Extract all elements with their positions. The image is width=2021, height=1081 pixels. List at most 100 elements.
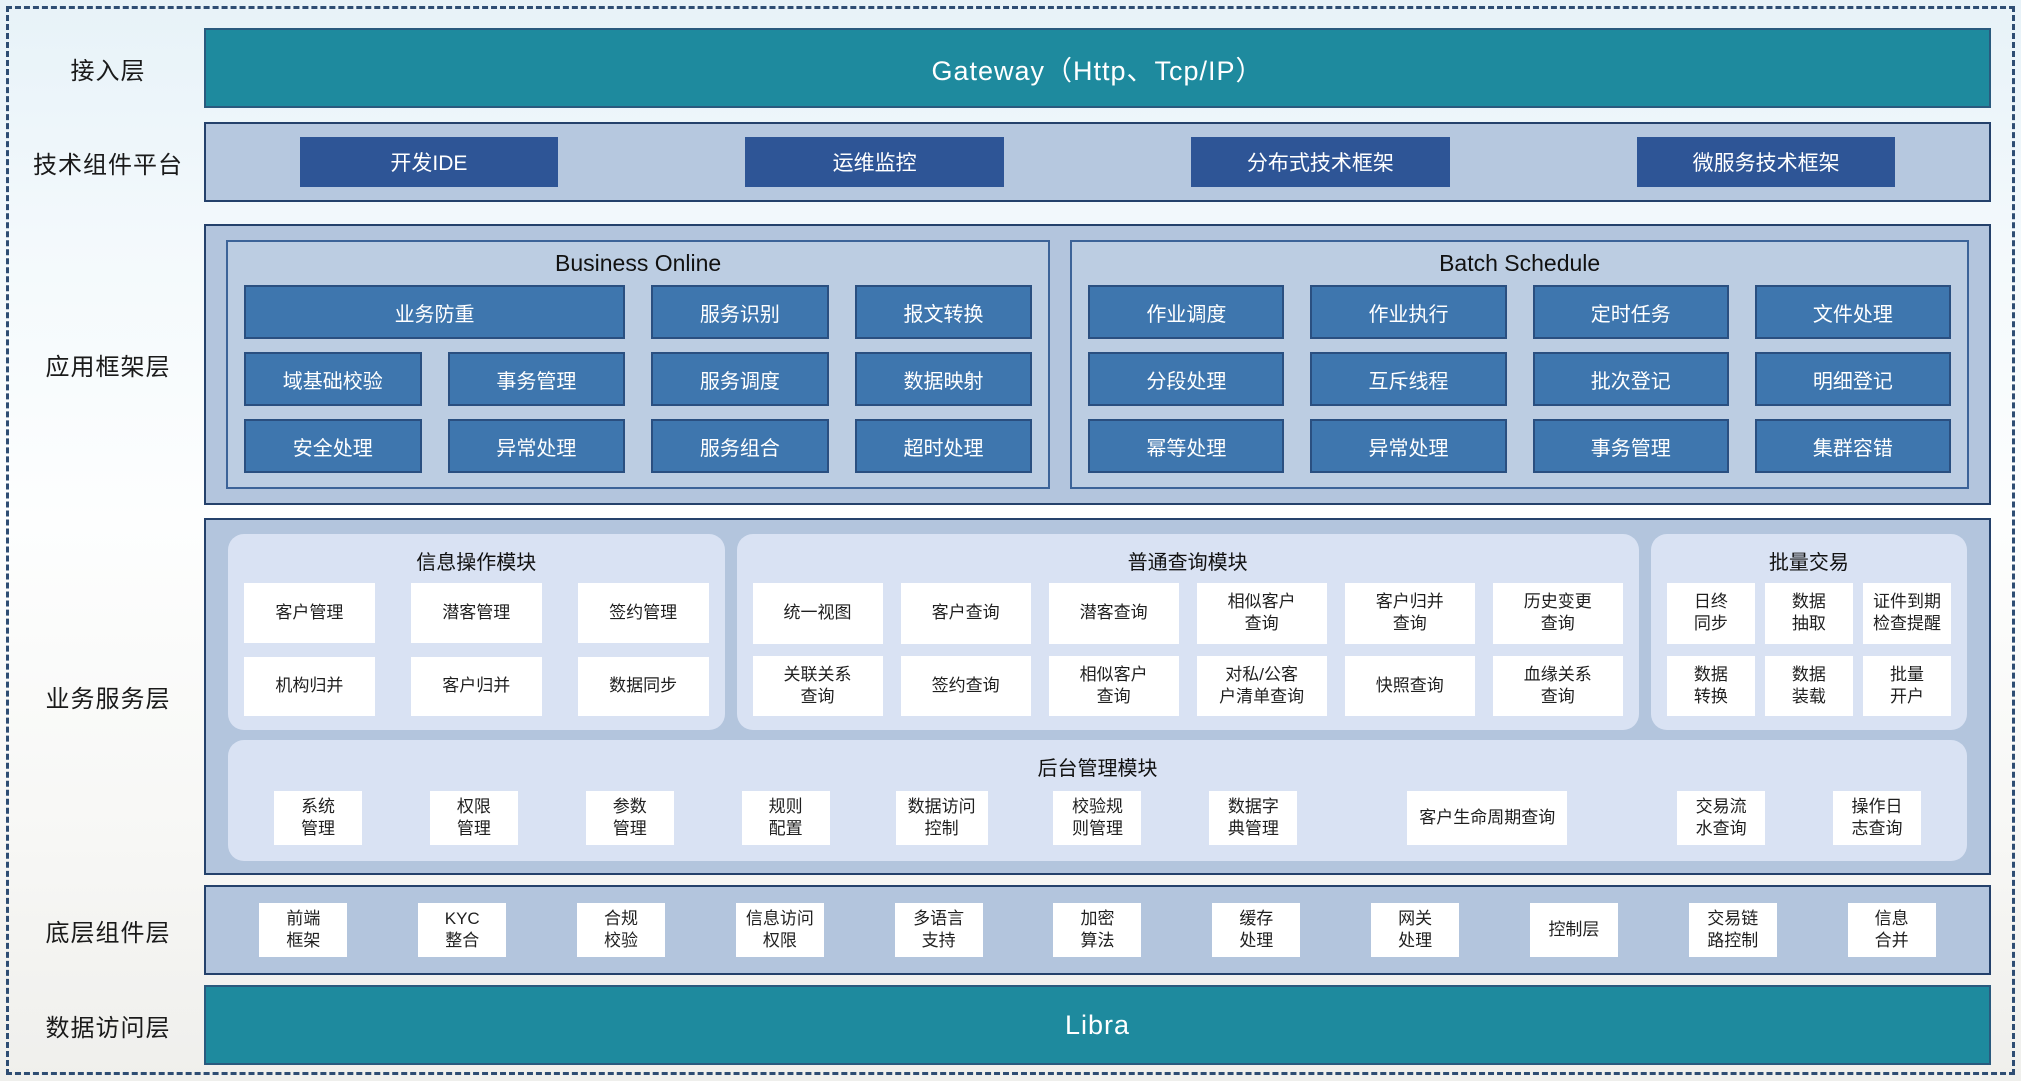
batch-schedule-button: 明细登记 <box>1754 352 1951 406</box>
batch-schedule-button: 集群容错 <box>1754 419 1951 473</box>
admin-module-button: 数据访问 控制 <box>895 791 988 846</box>
tech-component-button: 微服务技术框架 <box>1636 137 1896 187</box>
business-online-button: 安全处理 <box>244 419 422 473</box>
info-module-button: 潜客管理 <box>410 583 542 643</box>
info-module-button: 签约管理 <box>577 583 709 643</box>
business-service-top-row: 信息操作模块 客户管理潜客管理签约管理机构归并客户归并数据同步 普通查询模块 统… <box>228 534 1967 731</box>
general-query-module: 普通查询模块 统一视图客户查询潜客查询相似客户 查询客户归并 查询历史变更 查询… <box>736 534 1639 731</box>
batch-schedule-title: Batch Schedule <box>1439 250 1601 276</box>
query-module-button: 潜客查询 <box>1048 583 1179 644</box>
batch-schedule-button: 异常处理 <box>1310 419 1507 473</box>
admin-module-button: 规则 配置 <box>741 791 830 846</box>
base-component-button: 前端 框架 <box>259 903 348 957</box>
batch-trade-button: 数据 装载 <box>1764 655 1853 717</box>
business-online-button: 业务防重 <box>244 285 626 339</box>
tech-component-button: 开发IDE <box>299 137 559 187</box>
access-layer-row: 接入层 Gateway（Http、Tcp/IP） <box>12 28 1991 108</box>
business-online-button: 域基础校验 <box>244 352 422 406</box>
layer-label-base-component: 底层组件层 <box>45 919 171 947</box>
info-module-button: 数据同步 <box>577 656 709 717</box>
tech-layer-row: 技术组件平台 开发IDE 运维监控 分布式技术框架 微服务技术框架 <box>12 122 1991 202</box>
business-online-button: 服务识别 <box>651 285 829 339</box>
admin-module-button: 参数 管理 <box>585 791 674 846</box>
query-module-button: 相似客户 查询 <box>1048 655 1179 717</box>
info-module-button: 机构归并 <box>244 656 375 717</box>
admin-module-button: 权限 管理 <box>429 791 518 846</box>
info-operation-module-grid: 客户管理潜客管理签约管理机构归并客户归并数据同步 <box>244 583 709 717</box>
business-online-grid: 业务防重服务识别报文转换域基础校验事务管理服务调度数据映射安全处理异常处理服务组… <box>244 285 1033 473</box>
base-component-button: 加密 算法 <box>1053 903 1142 957</box>
query-module-button: 历史变更 查询 <box>1492 583 1623 644</box>
batch-schedule-button: 定时任务 <box>1532 285 1729 339</box>
batch-schedule-button: 幂等处理 <box>1088 419 1285 473</box>
batch-trade-button: 批量 开户 <box>1862 655 1951 717</box>
business-service-layer-row: 业务服务层 信息操作模块 客户管理潜客管理签约管理机构归并客户归并数据同步 普通… <box>12 518 1991 875</box>
business-online-button: 报文转换 <box>854 285 1033 339</box>
batch-trade-module: 批量交易 日终 同步数据 抽取证件到期 检查提醒数据 转换数据 装载批量 开户 <box>1650 534 1967 731</box>
business-online-button: 异常处理 <box>447 419 626 473</box>
tech-component-button: 运维监控 <box>745 137 1004 187</box>
batch-trade-button: 数据 转换 <box>1666 655 1755 717</box>
business-online-button: 服务组合 <box>651 419 829 473</box>
batch-trade-button: 证件到期 检查提醒 <box>1862 583 1951 644</box>
architecture-diagram: 接入层 Gateway（Http、Tcp/IP） 技术组件平台 开发IDE 运维监… <box>12 28 1991 1067</box>
batch-trade-module-grid: 日终 同步数据 抽取证件到期 检查提醒数据 转换数据 装载批量 开户 <box>1666 583 1951 717</box>
info-module-button: 客户管理 <box>244 583 375 643</box>
app-framework-layer-row: 应用框架层 Business Online 业务防重服务识别报文转换域基础校验事… <box>12 224 1991 505</box>
base-component-button: 信息访问 权限 <box>735 903 824 957</box>
admin-module-button: 系统 管理 <box>273 791 362 846</box>
query-module-button: 关联关系 查询 <box>752 655 883 717</box>
tech-component-band: 开发IDE 运维监控 分布式技术框架 微服务技术框架 <box>204 122 1991 202</box>
gateway-bar: Gateway（Http、Tcp/IP） <box>204 28 1991 108</box>
query-module-button: 血缘关系 查询 <box>1492 655 1623 717</box>
query-module-button: 客户归并 查询 <box>1344 583 1475 644</box>
batch-schedule-panel: Batch Schedule 作业调度作业执行定时任务文件处理分段处理互斥线程批… <box>1070 240 1969 489</box>
layer-label-business-service: 业务服务层 <box>45 686 171 713</box>
data-access-layer-row: 数据访问层 Libra <box>12 985 1991 1065</box>
admin-module-button: 客户生命周期查询 <box>1407 791 1568 846</box>
batch-schedule-button: 事务管理 <box>1532 419 1729 473</box>
layer-label-app-framework: 应用框架层 <box>45 354 171 381</box>
general-query-module-grid: 统一视图客户查询潜客查询相似客户 查询客户归并 查询历史变更 查询关联关系 查询… <box>752 583 1623 717</box>
app-framework-band: Business Online 业务防重服务识别报文转换域基础校验事务管理服务调… <box>204 224 1991 505</box>
layer-label-data-access: 数据访问层 <box>45 1014 171 1042</box>
base-component-button: 信息 合并 <box>1847 903 1936 957</box>
query-module-button: 统一视图 <box>752 583 883 644</box>
business-online-button: 数据映射 <box>854 352 1033 406</box>
admin-module-button: 校验规 则管理 <box>1053 791 1142 846</box>
base-component-button: 控制层 <box>1529 903 1618 957</box>
batch-schedule-button: 批次登记 <box>1532 352 1729 406</box>
batch-schedule-button: 分段处理 <box>1088 352 1285 406</box>
business-online-button: 服务调度 <box>651 352 829 406</box>
business-service-band: 信息操作模块 客户管理潜客管理签约管理机构归并客户归并数据同步 普通查询模块 统… <box>204 518 1991 875</box>
business-online-panel: Business Online 业务防重服务识别报文转换域基础校验事务管理服务调… <box>226 240 1051 489</box>
batch-trade-button: 数据 抽取 <box>1764 583 1853 644</box>
batch-schedule-button: 作业调度 <box>1088 285 1285 339</box>
admin-module-button: 操作日 志查询 <box>1833 791 1922 846</box>
tech-component-button: 分布式技术框架 <box>1191 137 1450 187</box>
info-operation-module: 信息操作模块 客户管理潜客管理签约管理机构归并客户归并数据同步 <box>228 534 725 731</box>
batch-trade-module-title: 批量交易 <box>1768 552 1849 574</box>
layer-label-access: 接入层 <box>70 57 146 85</box>
base-component-button: 多语言 支持 <box>894 903 983 957</box>
base-component-button: KYC 整合 <box>418 903 507 957</box>
business-online-button: 超时处理 <box>854 419 1033 473</box>
query-module-button: 客户查询 <box>900 583 1031 644</box>
business-online-title: Business Online <box>555 250 722 276</box>
admin-module-button: 交易流 水查询 <box>1677 791 1766 846</box>
base-component-button: 交易链 路控制 <box>1688 903 1777 957</box>
batch-schedule-grid: 作业调度作业执行定时任务文件处理分段处理互斥线程批次登记明细登记幂等处理异常处理… <box>1088 285 1951 473</box>
batch-trade-button: 日终 同步 <box>1666 583 1755 644</box>
info-module-button: 客户归并 <box>410 656 542 717</box>
layer-label-tech: 技术组件平台 <box>33 151 183 179</box>
business-online-button: 事务管理 <box>447 352 626 406</box>
query-module-button: 对私/公客 户清单查询 <box>1196 655 1327 717</box>
backend-admin-module: 后台管理模块 系统 管理权限 管理参数 管理规则 配置数据访问 控制校验规 则管… <box>228 740 1967 861</box>
query-module-button: 快照查询 <box>1344 655 1475 717</box>
query-module-button: 签约查询 <box>900 655 1031 717</box>
query-module-button: 相似客户 查询 <box>1196 583 1327 644</box>
info-operation-module-title: 信息操作模块 <box>416 552 537 574</box>
admin-module-button: 数据字 典管理 <box>1209 791 1298 846</box>
